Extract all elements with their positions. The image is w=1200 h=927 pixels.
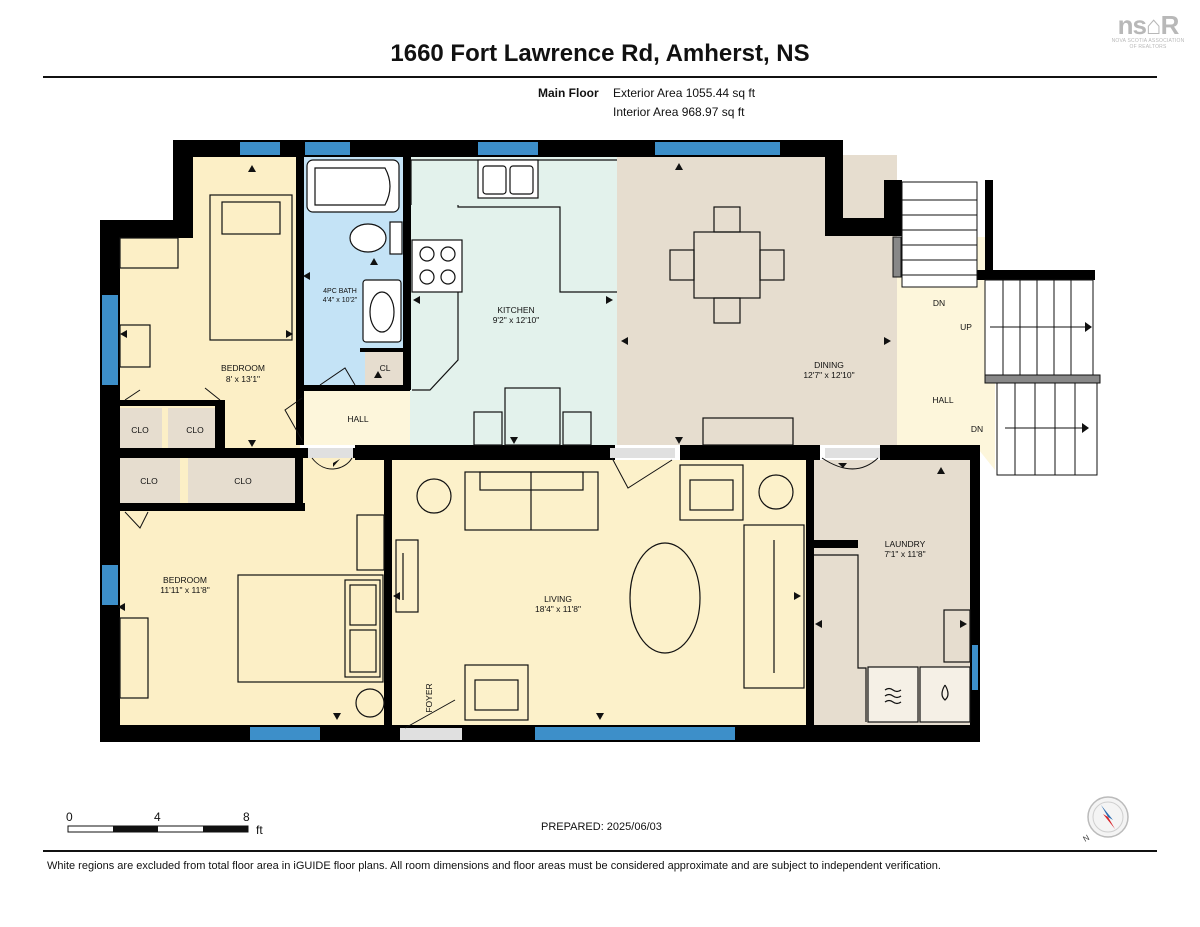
disclaimer-text: White regions are excluded from total fl…: [47, 860, 941, 872]
stair-arrows: [1082, 322, 1092, 433]
foyer-label: FOYER: [424, 683, 434, 712]
closet-2-fill: [168, 408, 220, 450]
laundry-dims: 7'1" x 11'8": [884, 549, 925, 559]
interior-area: Interior Area 968.97 sq ft: [613, 105, 745, 119]
bedroom-1-dims: 8' x 13'1": [226, 374, 260, 384]
interior-walls: [100, 155, 975, 728]
stairs: [892, 181, 1101, 476]
scale-tick-0: 0: [66, 810, 73, 824]
bedroom-2-name: BEDROOM: [163, 575, 207, 585]
exterior-area: Exterior Area 1055.44 sq ft: [613, 86, 756, 100]
hall-center-label: HALL: [347, 414, 369, 424]
windows: [102, 142, 978, 740]
stair-dn-label-1: DN: [933, 298, 945, 308]
bedroom-1-name: BEDROOM: [221, 363, 265, 373]
stair-dn-label-2: DN: [971, 424, 983, 434]
bedroom-2-dims: 11'11" x 11'8": [160, 585, 209, 595]
closet-cl-fill: [365, 350, 405, 385]
nsar-logo: ns⌂R NOVA SCOTIA ASSOCIATION OF REALTORS: [1108, 12, 1188, 50]
hall-right-label: HALL: [932, 395, 954, 405]
closet-1-label: CLO: [131, 425, 149, 435]
scale-tick-4: 4: [154, 810, 161, 824]
stair-up-label: UP: [960, 322, 972, 332]
closet-3-fill: [120, 458, 180, 503]
compass-north-label: N: [1082, 833, 1092, 844]
scale-bar: [67, 825, 249, 833]
closet-cl-label: CL: [380, 363, 391, 373]
dining-furniture: [669, 206, 794, 446]
bedroom-1-furniture: [119, 194, 293, 368]
bath-dims: 4'4" x 10'2": [323, 297, 358, 304]
floor-label: Main Floor: [538, 86, 599, 100]
living-name: LIVING: [544, 594, 572, 604]
closet-4-label: CLO: [234, 476, 252, 486]
living-fill: [390, 460, 808, 725]
living-dims: 18'4" x 11'8": [535, 604, 581, 614]
closet-3-label: CLO: [140, 476, 158, 486]
scale-unit: ft: [256, 823, 263, 837]
laundry-name: LAUNDRY: [885, 539, 926, 549]
dining-name: DINING: [814, 360, 844, 370]
laundry-fixtures: [814, 554, 971, 723]
door-swings: [124, 367, 879, 729]
bedroom-2-furniture: [119, 514, 385, 718]
logo-mark: ns⌂R: [1117, 10, 1180, 40]
dining-fill: [617, 155, 897, 445]
closet-2-label: CLO: [186, 425, 204, 435]
kitchen-dims: 9'2" x 12'10": [493, 315, 540, 325]
footer-rule: [43, 850, 1157, 852]
kitchen-fixtures: [410, 159, 617, 446]
hall-center-fill: [302, 390, 410, 445]
logo-tagline: NOVA SCOTIA ASSOCIATION OF REALTORS: [1111, 38, 1185, 50]
header-rule: [43, 76, 1157, 78]
room-markers: [118, 163, 967, 720]
living-furniture: [395, 464, 805, 721]
closet-4-fill: [188, 458, 298, 503]
scale-tick-8: 8: [243, 810, 250, 824]
prepared-date: PREPARED: 2025/06/03: [541, 821, 662, 833]
kitchen-name: KITCHEN: [497, 305, 534, 315]
closet-1-fill: [120, 408, 162, 450]
bath-name: 4PC BATH: [323, 288, 357, 295]
kitchen-fill: [410, 155, 617, 445]
bath-fixtures: [306, 159, 403, 343]
plan-title: 1660 Fort Lawrence Rd, Amherst, NS: [390, 40, 810, 67]
hall-right-fill: [897, 237, 995, 470]
compass-icon: N: [1082, 796, 1129, 844]
dining-dims: 12'7" x 12'10": [803, 370, 854, 380]
door-openings: [308, 448, 880, 740]
